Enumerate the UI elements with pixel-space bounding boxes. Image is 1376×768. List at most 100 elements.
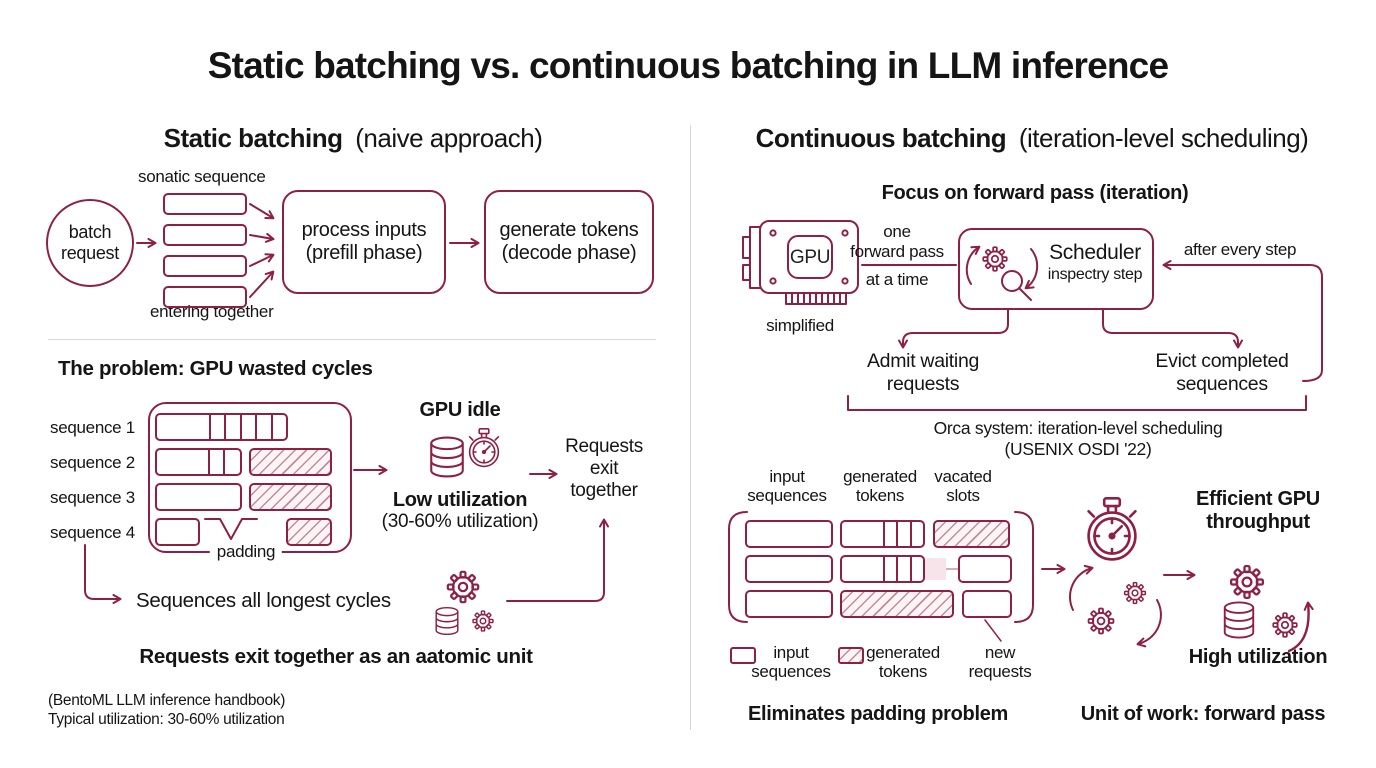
scheduler-connectors <box>847 260 1323 411</box>
token-divider <box>910 520 913 548</box>
elbow-seq4-to-longest <box>84 544 122 604</box>
simplified-label: simplified <box>766 316 834 335</box>
sequence-input-box-4 <box>163 286 247 308</box>
left-section-divider <box>48 339 656 340</box>
static-batching-heading-strong: Static batching <box>163 123 343 153</box>
cb-row2-slot-glow <box>925 558 946 580</box>
gears-database-icon <box>435 570 494 636</box>
token-divider <box>896 520 899 548</box>
low-utilization-label: Low utilization <box>392 489 528 511</box>
efficient-throughput-icon <box>1223 564 1314 653</box>
legend-new-requests-label: new requests <box>969 643 1032 681</box>
token-divider <box>270 413 273 441</box>
cb-row1-generated-box <box>840 520 925 548</box>
generate-tokens-line2: (decode phase) <box>501 242 637 264</box>
col3-line1: vacated <box>934 467 992 486</box>
col1-line1: input <box>769 467 805 486</box>
scheduler-title: Scheduler <box>1049 241 1141 264</box>
cb-row1-input-box <box>745 520 833 548</box>
problem-connectors <box>84 465 609 604</box>
padding-label: padding <box>209 542 283 562</box>
feedback-loop-arrow <box>1162 260 1323 382</box>
token-divider <box>255 413 258 441</box>
longest-cycles-label: Sequences all longest cycles <box>136 589 391 612</box>
orca-venue-label: (USENIX OSDI '22) <box>1004 439 1152 459</box>
evict-line1: Evict completed <box>1155 350 1289 372</box>
forward-pass-label: forward pass <box>850 242 944 261</box>
requests-exit-line1: Requests <box>565 436 643 457</box>
token-divider <box>224 413 227 441</box>
token-divider <box>910 555 913 583</box>
legend-input-label: input sequences <box>751 643 831 681</box>
efficient-line1: Efficient GPU <box>1196 488 1320 510</box>
legend3-line2: requests <box>968 662 1032 681</box>
grid-connectors <box>728 511 1196 642</box>
generate-tokens-line1: generate tokens <box>499 219 639 241</box>
seq3-padding-box <box>249 483 332 511</box>
footnote-utilization: Typical utilization: 30-60% utilization <box>48 711 285 728</box>
batch-request-circle: batch request <box>46 199 134 287</box>
legend3-line1: new <box>984 643 1016 662</box>
cb-row3-input-box <box>745 590 833 618</box>
requests-exit-line3: together <box>570 480 638 501</box>
static-batching-heading: Static batching (naive approach) <box>163 123 543 154</box>
arrow-seqbox3-to-process <box>249 253 275 267</box>
stopwatch-icon <box>1087 496 1137 561</box>
efficient-line2: throughput <box>1206 511 1310 533</box>
sequence-input-box-1 <box>163 193 247 215</box>
seq2-padding-box <box>249 448 332 476</box>
evict-completed-label: Evict completed sequences <box>1155 350 1288 396</box>
seq2-token-box <box>155 448 242 476</box>
gpu-card-icon <box>742 220 859 305</box>
token-divider <box>223 448 226 476</box>
token-divider <box>239 413 242 441</box>
low-utilization-note: (30-60% utilization) <box>381 511 539 532</box>
pointer-new-requests <box>984 619 1002 642</box>
generate-tokens-box: generate tokens (decode phase) <box>484 190 654 294</box>
seq1-token-box <box>155 413 288 441</box>
orca-system-label: Orca system: iteration-level scheduling <box>933 418 1223 438</box>
orca-bracket <box>847 395 1307 411</box>
sequence-1-label: sequence 1 <box>50 418 135 437</box>
up-arrow <box>1287 601 1314 653</box>
scheduler-box <box>958 228 1154 310</box>
col2-line2: tokens <box>855 486 905 505</box>
requests-exit-line2: exit <box>589 458 619 479</box>
admit-waiting-label: Admit waiting requests <box>867 350 979 396</box>
after-every-step-label: after every step <box>1183 240 1297 259</box>
legend2-line1: generated <box>866 643 940 662</box>
col1-line2: sequences <box>747 486 827 505</box>
token-divider <box>882 520 885 548</box>
requests-exit-together-label: Requests exit together <box>565 436 643 502</box>
legend1-line1: input <box>773 643 809 662</box>
cb-row2-generated-box <box>840 555 925 583</box>
sonatic-sequence-label: sonatic sequence <box>138 167 266 186</box>
arrow-seqbox2-to-process <box>249 232 275 243</box>
grid-bracket-left <box>728 511 748 623</box>
cb-row3-new-request-box <box>962 590 1012 618</box>
seq4-padding-box <box>286 518 332 546</box>
batch-request-line1: batch <box>68 222 112 242</box>
gpu-idle-icon <box>430 427 500 478</box>
admit-line2: requests <box>886 373 960 395</box>
token-divider <box>896 555 899 583</box>
token-divider <box>882 555 885 583</box>
legend-generated-swatch <box>838 647 864 664</box>
one-label: one <box>883 222 911 241</box>
process-inputs-line1: process inputs <box>301 219 427 241</box>
static-batching-heading-note: (naive approach) <box>355 123 543 153</box>
col3-line2: slots <box>946 486 980 505</box>
col2-line1: generated <box>843 467 917 486</box>
scheduler-inspect-icon <box>965 245 1039 301</box>
arrow-seqbox1-to-process <box>249 203 275 220</box>
admit-line1: Admit waiting <box>866 350 980 372</box>
gpu-chip-label: GPU <box>789 247 831 268</box>
cb-row3-generated-box <box>840 590 954 618</box>
legend1-line2: sequences <box>751 662 831 681</box>
continuous-batching-heading-strong: Continuous batching <box>755 123 1007 153</box>
page-title: Static batching vs. continuous batching … <box>207 45 1169 86</box>
continuous-batching-heading-note: (iteration-level scheduling) <box>1018 123 1309 153</box>
high-utilization-label: High utilization <box>1188 646 1328 668</box>
seq3-token-box <box>155 483 242 511</box>
